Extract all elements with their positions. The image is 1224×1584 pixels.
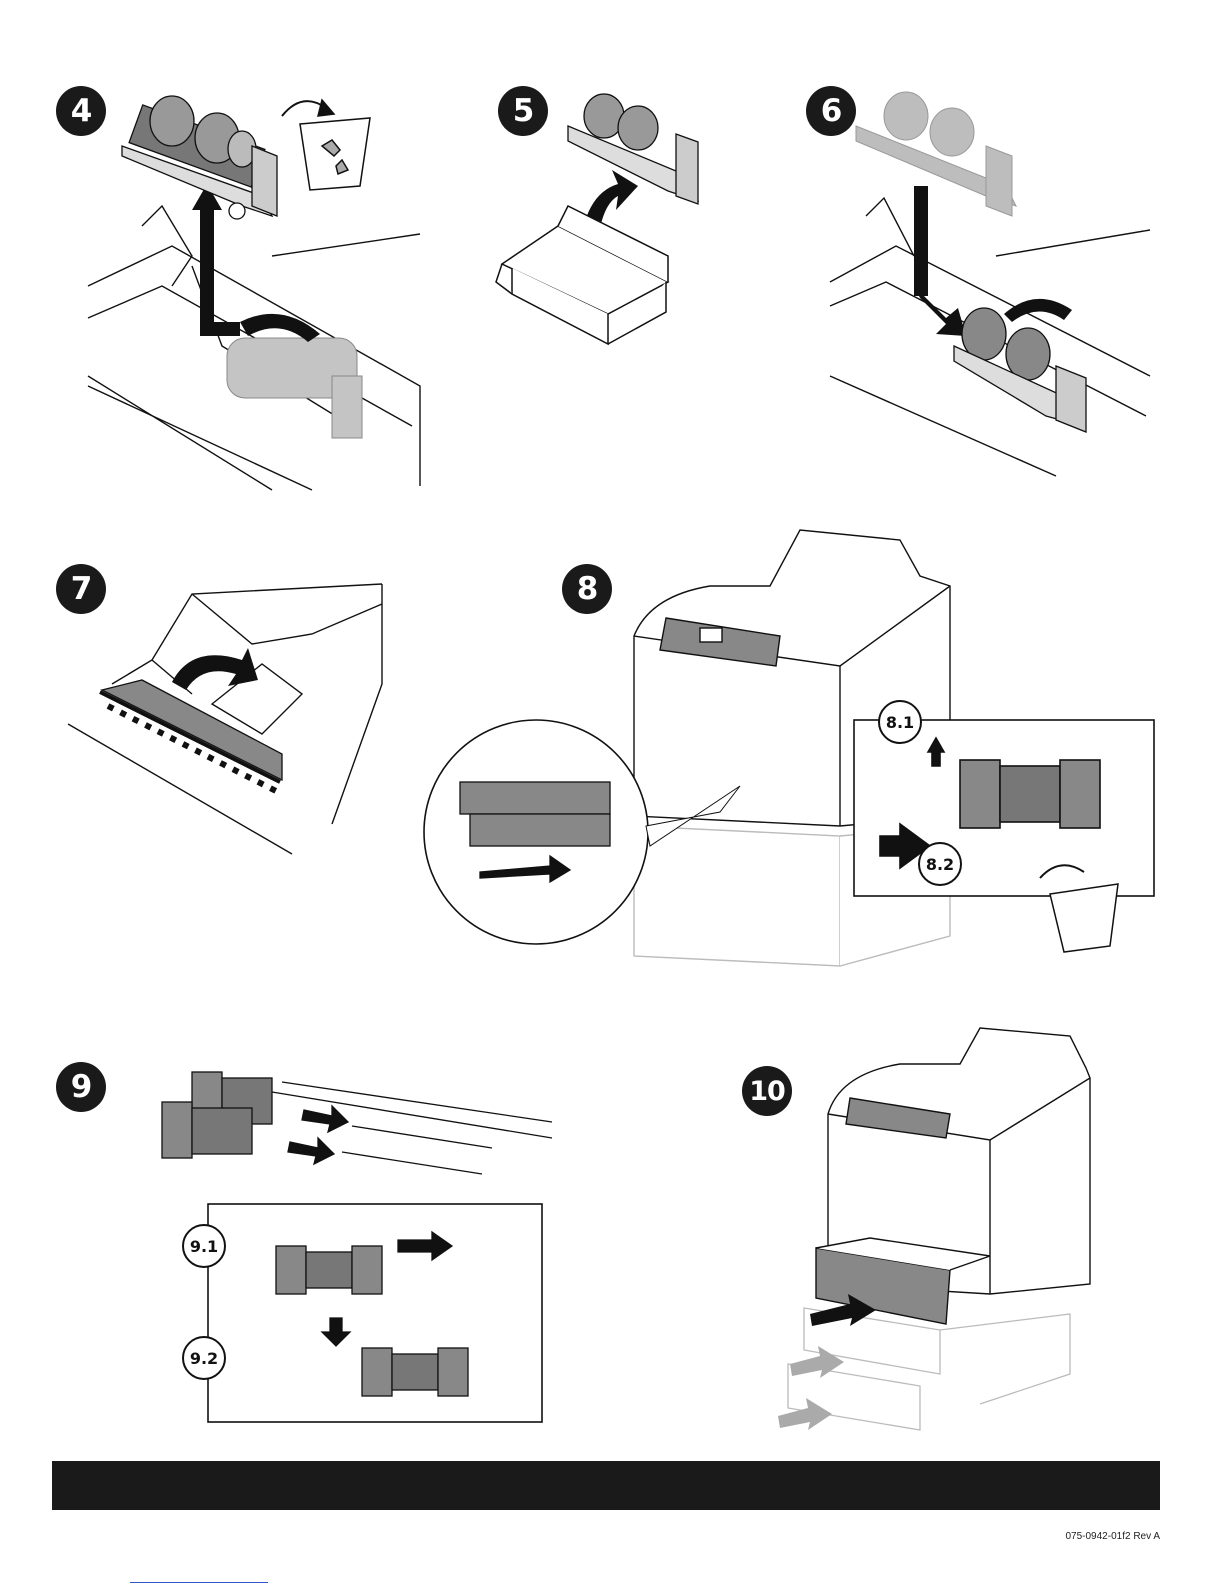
substep-9-1-badge: 9.1 [182,1224,226,1268]
step-8-illustration [420,526,1160,1006]
step-7-panel: 7 [52,564,392,864]
footer-bar [52,1461,1160,1510]
step-9-illustration [52,1062,552,1432]
step-10-panel: 10 [740,1024,1160,1434]
step-4-illustration [52,86,432,496]
step-5-panel: 5 [498,86,718,356]
step-6-illustration [806,86,1156,486]
tray-cover [100,680,282,792]
old-roller-ghost [856,92,1016,216]
roller-pair [162,1072,348,1164]
step-6-panel: 6 [806,86,1156,486]
inset-8 [854,720,1154,896]
step-4-panel: 4 [52,86,432,496]
substep-9-2-badge: 9.2 [182,1336,226,1380]
close-arrow-icon [172,648,258,690]
link-underline [130,1582,268,1583]
substep-8-1-badge: 8.1 [878,700,922,744]
substep-8-2-badge: 8.2 [918,842,962,886]
step-8-panel: 8 [420,526,1160,1006]
roller-assembly [954,308,1086,432]
recycle-bin-icon [282,100,370,190]
step-10-illustration [740,1024,1160,1434]
step-7-illustration [52,564,392,864]
step-5-illustration [498,86,718,356]
step-9-panel: 9 9.1 9.2 [52,1062,552,1432]
old-roller-ghost [227,338,362,438]
document-number: 075-0942-01f2 Rev A [1065,1531,1160,1542]
cardboard-box-icon [496,206,668,344]
